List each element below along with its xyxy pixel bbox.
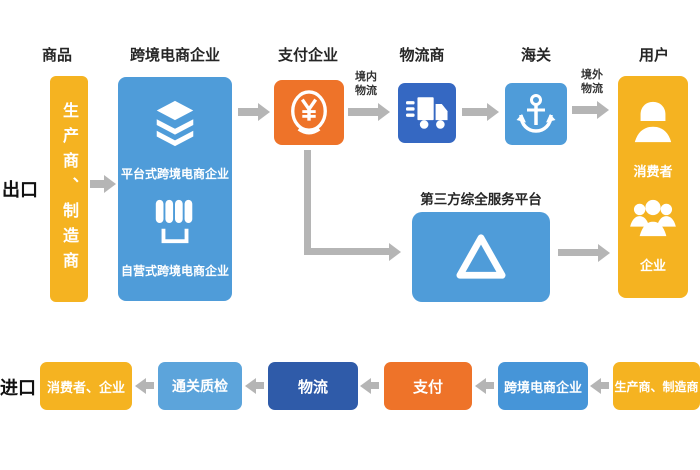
- flow-arrow: [558, 249, 598, 256]
- flow-arrow: [304, 248, 389, 255]
- ecommerce-enterprise-box: 平台式跨境电商企业 自营式跨境电商企业: [118, 77, 232, 301]
- third-party-platform-box: [412, 212, 550, 302]
- female-user-icon: [631, 100, 675, 144]
- triangle-platform-icon: [453, 232, 509, 282]
- platform-ecommerce-label: 平台式跨境电商企业: [120, 167, 229, 181]
- truck-icon: [406, 96, 448, 130]
- payment-box: [274, 80, 344, 145]
- import-ecommerce-box: 跨境电商企业: [498, 362, 588, 410]
- domestic-logistics-label: 境内 物流: [355, 70, 377, 97]
- flow-arrow: [371, 382, 379, 389]
- column-header-ecommerce: 跨境电商企业: [129, 46, 220, 64]
- import-label: 进口: [0, 378, 36, 399]
- payment-platform-connector: [304, 150, 311, 253]
- flow-arrow: [146, 382, 154, 389]
- import-payment-box: 支付: [384, 362, 472, 410]
- overseas-logistics-label: 境外 物流: [581, 68, 603, 95]
- import-consumer-enterprise-box: 消费者、企业: [40, 362, 132, 410]
- layers-icon: [150, 99, 200, 149]
- column-header-user: 用户: [638, 46, 669, 64]
- flow-arrow: [486, 382, 494, 389]
- customs-box: [505, 83, 567, 145]
- flow-arrow: [90, 180, 104, 188]
- flow-arrow: [256, 382, 264, 389]
- flow-arrow: [238, 108, 258, 116]
- import-customs-inspection-box: 通关质检: [158, 362, 242, 410]
- flow-arrow: [572, 106, 597, 114]
- third-party-platform-title: 第三方综全服务平台: [420, 192, 542, 208]
- yuan-coin-icon: [287, 88, 331, 138]
- column-header-customs: 海关: [520, 46, 551, 64]
- column-header-goods: 商品: [41, 46, 72, 64]
- consumer-label: 消费者: [633, 165, 673, 181]
- flow-arrow: [462, 108, 487, 116]
- producer-label: 生产商、制造商: [60, 101, 79, 277]
- flow-arrow: [348, 108, 378, 116]
- flow-arrow: [601, 382, 609, 389]
- user-group-icon: [630, 198, 676, 238]
- producer-box: 生产商、制造商: [50, 76, 88, 302]
- column-header-logistics: 物流商: [399, 46, 445, 64]
- import-producer-box: 生产商、制造商: [613, 362, 700, 410]
- import-logistics-box: 物流: [268, 362, 358, 410]
- user-box: 消费者 企业: [618, 76, 688, 298]
- logistics-provider-box: [398, 83, 456, 143]
- storefront-icon: [151, 198, 199, 246]
- self-operated-ecommerce-label: 自营式跨境电商企业: [120, 264, 229, 278]
- export-label: 出口: [2, 180, 38, 201]
- enterprise-label: 企业: [639, 259, 666, 275]
- anchor-icon: [516, 93, 556, 135]
- column-header-payment: 支付企业: [277, 46, 338, 64]
